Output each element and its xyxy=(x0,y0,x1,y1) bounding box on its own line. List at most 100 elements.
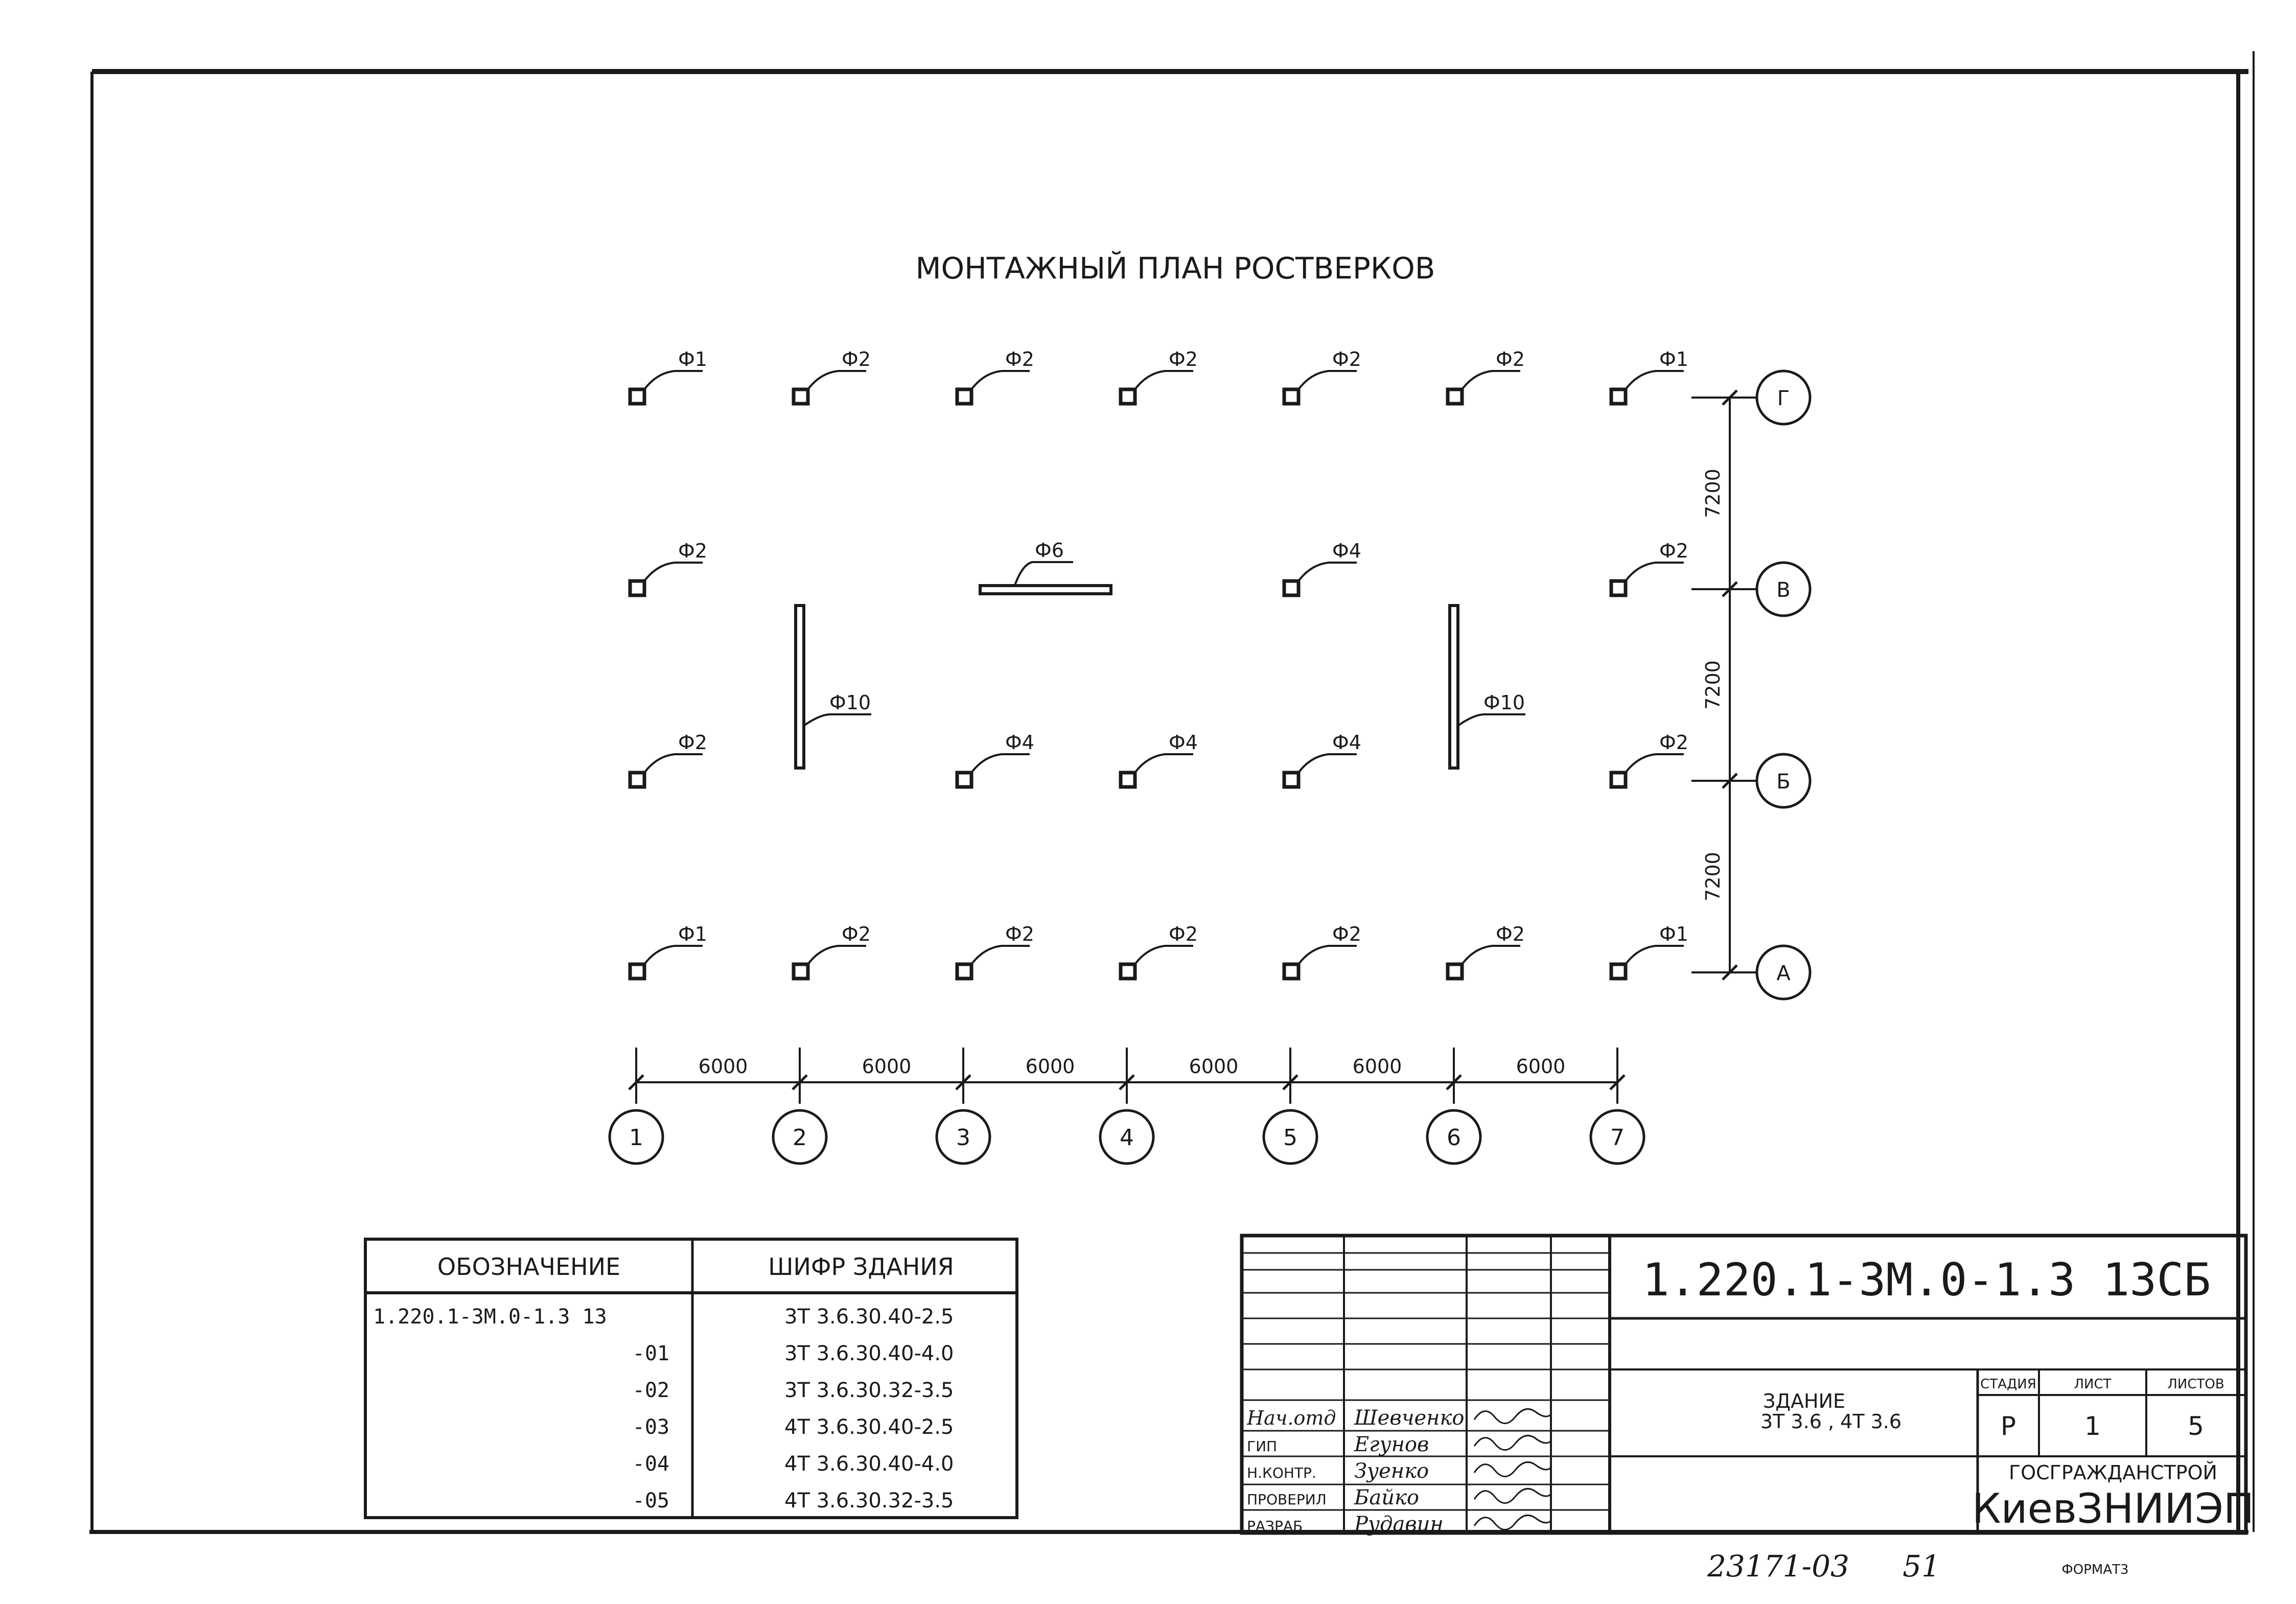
spec-table-row: -01 3Т 3.6.30.40-4.0 xyxy=(633,1342,954,1365)
signature xyxy=(1473,1408,1552,1424)
signature xyxy=(1473,1514,1552,1530)
strip-footing-label: Ф10 xyxy=(1483,691,1525,714)
dimension-span-x: 6000 xyxy=(862,1055,912,1078)
building-label: ЗДАНИЕ xyxy=(1763,1390,1845,1412)
footing-label: Ф4 xyxy=(1169,731,1198,754)
footing-Ф2: Ф2 xyxy=(628,731,707,789)
axis-bubble-7: 7 xyxy=(1589,1109,1645,1165)
dimension-span-y: 7200 xyxy=(1702,660,1724,710)
signature xyxy=(1473,1461,1552,1477)
footing-label: Ф2 xyxy=(1169,923,1198,945)
axis-bubble-1: 1 xyxy=(608,1109,664,1165)
footing-label: Ф2 xyxy=(1332,923,1361,945)
strip-footing-label: Ф6 xyxy=(1035,539,1064,562)
footing-label: Ф2 xyxy=(1005,348,1034,370)
footing-label: Ф2 xyxy=(1496,923,1525,945)
axis-bubble-6: 6 xyxy=(1426,1109,1482,1165)
footing-label: Ф2 xyxy=(1496,348,1525,370)
footing-Ф2: Ф2 xyxy=(1282,923,1361,981)
title-block xyxy=(1240,1234,2248,1535)
drawing-title: МОНТАЖНЫЙ ПЛАН РОСТВЕРКОВ xyxy=(915,250,1435,286)
axis-label-column: 6 xyxy=(1447,1125,1461,1151)
sheets-value: 5 xyxy=(2188,1411,2204,1441)
strip-footing-label: Ф10 xyxy=(829,691,871,714)
dimension-span-y: 7200 xyxy=(1702,852,1724,901)
signer-name: Зуенко xyxy=(1354,1459,1429,1483)
spec-table: ОБОЗНАЧЕНИЕ ШИФР ЗДАНИЯ 1.220.1-3М.0-1.3… xyxy=(364,1238,1018,1519)
spec-designation: -03 xyxy=(633,1415,669,1439)
building-types: 3Т 3.6 , 4Т 3.6 xyxy=(1760,1410,1901,1433)
spec-designation: -01 xyxy=(633,1342,669,1365)
strip-footing-Ф10: Ф10 xyxy=(1448,604,1525,770)
sheets-label: ЛИСТОВ xyxy=(2167,1377,2224,1392)
strip-footing-Ф10: Ф10 xyxy=(794,604,871,770)
footing-Ф4: Ф4 xyxy=(1282,731,1361,789)
signer-name: Байко xyxy=(1354,1486,1419,1509)
spec-building-code: 4Т 3.6.30.32-3.5 xyxy=(784,1489,954,1513)
axis-label-column: 2 xyxy=(793,1125,807,1151)
footing-label: Ф4 xyxy=(1005,731,1034,754)
axis-bubble-4: 4 xyxy=(1099,1109,1155,1165)
footing-Ф2: Ф2 xyxy=(1119,348,1198,406)
dimension-span-x: 6000 xyxy=(1189,1055,1239,1078)
axis-bubble-Г: Г xyxy=(1755,369,1812,426)
axis-label-row: А xyxy=(1776,962,1791,985)
signer-role: Н.КОНТР. xyxy=(1247,1464,1316,1481)
signer-role: Нач.отд xyxy=(1246,1407,1336,1429)
spec-table-row: 1.220.1-3М.0-1.3 13 3Т 3.6.30.40-2.5 xyxy=(373,1305,954,1329)
footing-label: Ф2 xyxy=(678,731,707,754)
strip-footing-Ф6: Ф6 xyxy=(979,539,1112,595)
document-code: 1.220.1-3М.0-1.3 13СБ xyxy=(1642,1253,2211,1306)
organization-institute: КиевЗНИИЭП xyxy=(1972,1485,2254,1532)
footing-Ф2: Ф2 xyxy=(1446,923,1525,981)
footing-Ф2: Ф2 xyxy=(1282,348,1361,406)
axis-bubble-А: А xyxy=(1755,944,1812,1001)
axis-label-column: 4 xyxy=(1120,1125,1134,1151)
footing-label: Ф1 xyxy=(1659,923,1688,945)
stage-label: СТАДИЯ xyxy=(1980,1377,2036,1392)
footing-label: Ф1 xyxy=(678,348,707,370)
axis-bubble-5: 5 xyxy=(1262,1109,1318,1165)
footing-Ф4: Ф4 xyxy=(955,731,1034,789)
footing-label: Ф2 xyxy=(1169,348,1198,370)
spec-building-code: 3Т 3.6.30.40-4.0 xyxy=(784,1342,954,1365)
spec-designation: 1.220.1-3М.0-1.3 13 xyxy=(373,1305,607,1329)
archive-number: 23171-03 xyxy=(1707,1549,1849,1584)
spec-designation: -02 xyxy=(633,1379,669,1402)
axis-bubble-Б: Б xyxy=(1755,753,1812,809)
footing-Ф2: Ф2 xyxy=(1609,731,1688,789)
footing-label: Ф2 xyxy=(1659,731,1688,754)
footing-Ф2: Ф2 xyxy=(1119,923,1198,981)
axis-label-column: 3 xyxy=(956,1125,970,1151)
signature xyxy=(1473,1434,1552,1451)
signer-name: Егунов xyxy=(1354,1433,1429,1456)
footing-Ф4: Ф4 xyxy=(1282,540,1361,597)
footing-Ф2: Ф2 xyxy=(1446,348,1525,406)
format-label: ФОРМАТ3 xyxy=(2061,1562,2128,1577)
axis-bubble-В: В xyxy=(1755,561,1812,617)
dimension-span-x: 6000 xyxy=(699,1055,748,1078)
axis-label-column: 1 xyxy=(629,1125,643,1151)
organization-ministry: ГОСГРАЖДАНСТРОЙ xyxy=(2009,1461,2217,1484)
footing-Ф1: Ф1 xyxy=(628,923,707,981)
footing-Ф2: Ф2 xyxy=(955,348,1034,406)
spec-building-code: 3Т 3.6.30.40-2.5 xyxy=(784,1305,954,1329)
spec-building-code: 4Т 3.6.30.40-4.0 xyxy=(784,1452,954,1476)
footing-label: Ф2 xyxy=(678,540,707,562)
axis-label-column: 7 xyxy=(1610,1125,1625,1151)
footing-label: Ф2 xyxy=(1659,540,1688,562)
axis-bubble-3: 3 xyxy=(935,1109,991,1165)
axis-label-row: Г xyxy=(1777,387,1790,410)
signer-role: ПРОВЕРИЛ xyxy=(1247,1491,1327,1508)
